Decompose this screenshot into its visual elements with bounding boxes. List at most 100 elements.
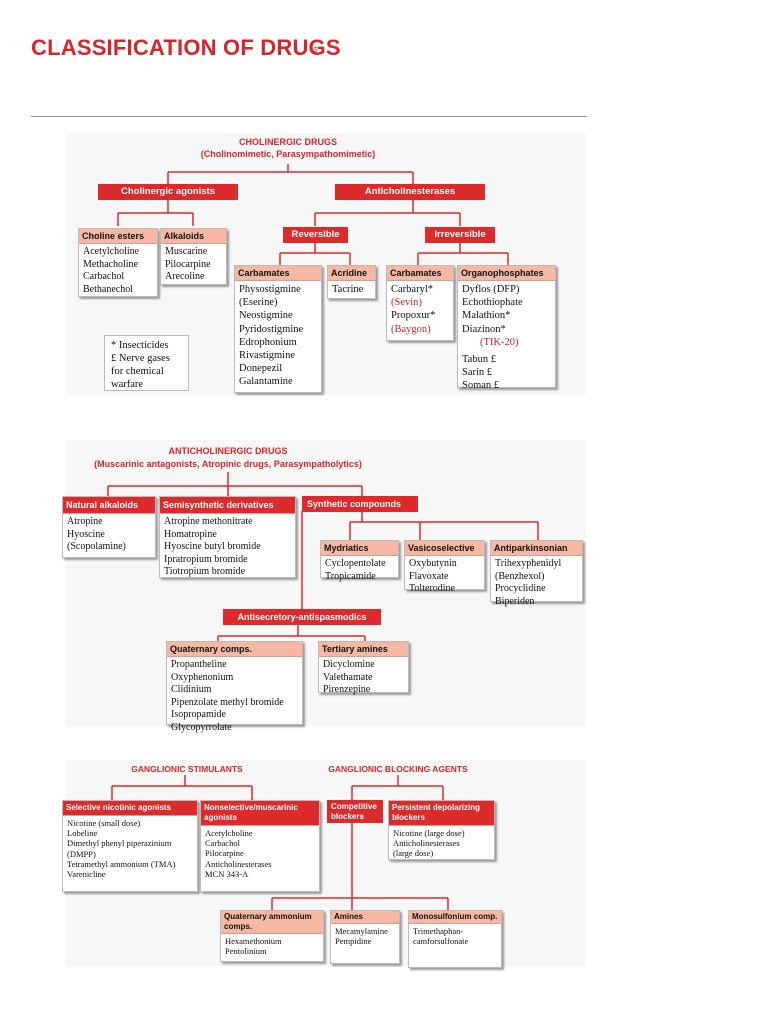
acridine-list: Tacrine bbox=[328, 281, 375, 298]
synthetic-compounds-node: Synthetic compounds bbox=[302, 496, 418, 512]
list-item: Soman £ bbox=[462, 380, 500, 392]
quaternary-comps-list: Propantheline Oxyphenonium Clidinium Pip… bbox=[167, 657, 302, 736]
list-item: camforsulfonate bbox=[413, 936, 469, 947]
list-item: Lobeline bbox=[67, 828, 98, 839]
list-item: Trihexyphenidyl bbox=[495, 558, 562, 569]
list-item: Hexamethonium bbox=[225, 936, 282, 946]
nonselective-box: Nonselective/muscarinic agonists Acetylc… bbox=[200, 800, 320, 892]
list-item: Homatropine bbox=[164, 528, 217, 540]
list-item: Tacrine bbox=[332, 284, 364, 295]
list-item: Ipratropium bromide bbox=[164, 553, 248, 565]
tertiary-amines-list: Dicyclomine Valethamate Pirenzepine bbox=[319, 657, 408, 699]
list-item: Carbachol bbox=[83, 271, 125, 282]
list-item: Physostigmine bbox=[239, 284, 301, 295]
list-item: MCN 343-A bbox=[205, 868, 249, 879]
cholinergic-subtitle: (Cholinomimetic, Parasympathomimetic) bbox=[200, 149, 376, 159]
anticholinergic-subtitle: (Muscarinic antagonists, Atropinic drugs… bbox=[94, 459, 362, 469]
list-item: Hyoscine butyl bromide bbox=[164, 541, 261, 552]
list-item: (Sevin) bbox=[391, 297, 422, 309]
list-item: Pilocarpine bbox=[205, 848, 244, 859]
persistent-depolarizing-list: Nicotine (large dose) Anticholinesterase… bbox=[389, 826, 494, 861]
acridine-box: Acridine Tacrine bbox=[327, 265, 376, 299]
antiparkinsonian-list: Trihexyphenidyl (Benzhexol) Procyclidine… bbox=[491, 556, 582, 610]
cholinergic-title: CHOLINERGIC DRUGS bbox=[238, 137, 337, 147]
list-item: Biperiden bbox=[495, 595, 535, 607]
list-item: Malathion* bbox=[462, 310, 511, 322]
alkaloids-list: Muscarine Pilocarpine Arecoline bbox=[161, 244, 226, 286]
list-item: Bethanechol bbox=[83, 283, 133, 295]
semisynthetic-header: Semisynthetic derivatives bbox=[160, 497, 295, 514]
natural-alkaloids-list: Atropine Hyoscine (Scopolamine) bbox=[63, 514, 155, 556]
monosulfonium-box: Monosulfonium comp. Trimethaphan- camfor… bbox=[408, 910, 502, 968]
list-item: Sarin £ bbox=[462, 367, 493, 379]
list-item: Pyridostigmine bbox=[239, 323, 304, 335]
antisecretory-node: Antisecretory-antispasmodics bbox=[223, 609, 381, 625]
vasicoselective-header: Vasicoselective bbox=[405, 541, 484, 556]
list-item: Cyclopentolate bbox=[325, 558, 386, 569]
ganglionic-stimulants-title: GANGLIONIC STIMULANTS bbox=[131, 764, 243, 774]
tertiary-amines-box: Tertiary amines Dicyclomine Valethamate … bbox=[318, 641, 409, 695]
list-item: Clidinium bbox=[171, 684, 212, 695]
antiparkinsonian-header: Antiparkinsonian bbox=[491, 541, 582, 556]
list-item: Procyclidine bbox=[495, 583, 546, 594]
list-item: Donepezil bbox=[239, 363, 283, 375]
semisynthetic-box: Semisynthetic derivatives Atropine metho… bbox=[159, 496, 296, 578]
list-item: (TIK-20) bbox=[480, 336, 519, 348]
list-item: Anticholinesterases bbox=[205, 858, 272, 869]
organophosphates-list: Dyflos (DFP) Echothiophate Malathion* Di… bbox=[458, 281, 555, 395]
list-item: (Eserine) bbox=[239, 297, 278, 309]
amines-header: Amines bbox=[331, 911, 399, 924]
list-item: Acetylcholine bbox=[83, 246, 140, 257]
list-item: (Baygon) bbox=[391, 323, 431, 335]
list-item: (Scopolamine) bbox=[67, 541, 126, 552]
mydriatics-box: Mydriatics Cyclopentolate Tropicamide bbox=[320, 540, 399, 582]
list-item: Nicotine (small dose) bbox=[67, 818, 141, 828]
stray-mark: s bbox=[313, 44, 318, 54]
mydriatics-list: Cyclopentolate Tropicamide bbox=[321, 556, 398, 585]
page-title: CLASSIFICATION OF DRUGS bbox=[31, 35, 341, 60]
list-item: Propantheline bbox=[171, 659, 227, 670]
list-item: Dicyclomine bbox=[323, 659, 375, 670]
organophosphates-box: Organophosphates Dyflos (DFP) Echothioph… bbox=[457, 265, 556, 391]
list-item: Tolterodine bbox=[409, 583, 455, 594]
list-item: Pilocarpine bbox=[165, 258, 211, 270]
mydriatics-header: Mydriatics bbox=[321, 541, 398, 556]
list-item: Propoxur* bbox=[391, 310, 436, 322]
note-line: warfare bbox=[111, 379, 144, 390]
list-item: Acetylcholine bbox=[205, 828, 253, 838]
list-item: (Benzhexol) bbox=[495, 570, 545, 582]
irr-carbamates-list: Carbaryl* (Sevin) Propoxur* (Baygon) bbox=[387, 281, 453, 338]
natural-alkaloids-box: Natural alkaloids Atropine Hyoscine (Sco… bbox=[62, 496, 156, 558]
quaternary-ammonium-box: Quaternary ammonium comps. Hexamethonium… bbox=[220, 910, 324, 962]
list-item: Rivastigmine bbox=[239, 350, 295, 362]
quaternary-comps-box: Quaternary comps. Propantheline Oxypheno… bbox=[166, 641, 303, 733]
anticholinesterases-node: Anticholinesterases bbox=[335, 184, 485, 200]
organophosphates-header: Organophosphates bbox=[458, 266, 555, 281]
anticholinergic-title: ANTICHOLINERGIC DRUGS bbox=[168, 446, 288, 456]
list-item: Edrophonium bbox=[239, 336, 297, 348]
antiparkinsonian-box: Antiparkinsonian Trihexyphenidyl (Benzhe… bbox=[490, 540, 583, 607]
list-item: Neostigmine bbox=[239, 310, 293, 322]
list-item: Atropine methonitrate bbox=[164, 516, 253, 527]
semisynthetic-list: Atropine methonitrate Homatropine Hyosci… bbox=[160, 514, 295, 581]
note-line: * Insecticides bbox=[111, 340, 169, 351]
persistent-depolarizing-box: Persistent depolarizing blockers Nicotin… bbox=[388, 800, 495, 860]
title-divider bbox=[31, 116, 587, 117]
irr-carbamates-box: Carbamates Carbaryl* (Sevin) Propoxur* (… bbox=[386, 265, 454, 341]
list-item: Isopropamide bbox=[171, 709, 226, 720]
monosulfonium-list: Trimethaphan- camforsulfonate bbox=[409, 924, 501, 948]
nonselective-list: Acetylcholine Carbachol Pilocarpine Anti… bbox=[201, 826, 319, 881]
amines-list: Mecamylamine Pempidine bbox=[331, 924, 399, 948]
list-item: Diazinon* bbox=[462, 323, 506, 335]
tertiary-amines-header: Tertiary amines bbox=[319, 642, 408, 657]
list-item: Galantamine bbox=[239, 376, 293, 388]
list-item: Oxyphenonium bbox=[171, 671, 234, 683]
list-item: Pentolinium bbox=[225, 946, 267, 957]
quaternary-ammonium-list: Hexamethonium Pentolinium bbox=[221, 934, 323, 958]
competitive-blockers-node: Competitive blockers bbox=[327, 800, 383, 823]
choline-esters-header: Choline esters bbox=[79, 229, 157, 244]
list-item: Arecoline bbox=[165, 271, 205, 282]
